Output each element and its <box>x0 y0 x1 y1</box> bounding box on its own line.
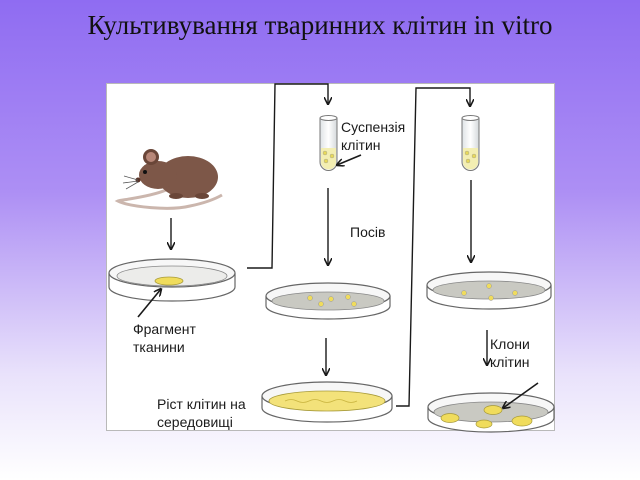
growth-label: Ріст клітин на середовищі <box>157 395 246 431</box>
pointer-arrow <box>137 289 161 318</box>
seeding-label: Посів <box>350 224 386 240</box>
petri-dish-icon <box>265 282 391 320</box>
test-tube-icon <box>319 115 338 171</box>
tissue-fragment <box>154 276 184 286</box>
fragment-label-line2: тканини <box>133 339 185 355</box>
fragment-label-line1: Фрагмент <box>133 321 196 337</box>
page-title: Культивування тваринних клітин in vitro <box>87 10 553 40</box>
growth-label-line2: середовищі <box>157 414 233 430</box>
cell-clone <box>483 405 503 415</box>
petri-dish-icon <box>261 381 393 423</box>
petri-dish-icon <box>427 392 555 433</box>
mouse-icon <box>114 149 223 210</box>
suspension-label: Суспензія клітин <box>341 118 405 154</box>
cell-clone <box>475 419 493 429</box>
pointer-arrow <box>337 154 362 165</box>
growth-label-line1: Ріст клітин на <box>157 396 246 412</box>
cell-clone <box>511 415 533 427</box>
suspension-label-line1: Суспензія <box>341 119 406 135</box>
petri-dish-icon <box>108 258 236 302</box>
fragment-label: Фрагмент тканини <box>133 320 196 356</box>
connector-arrow <box>396 87 470 407</box>
cell-clone <box>440 413 460 423</box>
clones-label-line1: Клони <box>490 336 530 352</box>
pointer-arrow <box>503 382 539 408</box>
connector-arrow <box>247 83 328 269</box>
petri-dish-icon <box>426 271 552 310</box>
clones-label-line2: клітин <box>490 354 530 370</box>
test-tube-icon <box>461 115 480 171</box>
suspension-label-line2: клітин <box>341 137 381 153</box>
clones-label: Клони клітин <box>490 335 530 371</box>
